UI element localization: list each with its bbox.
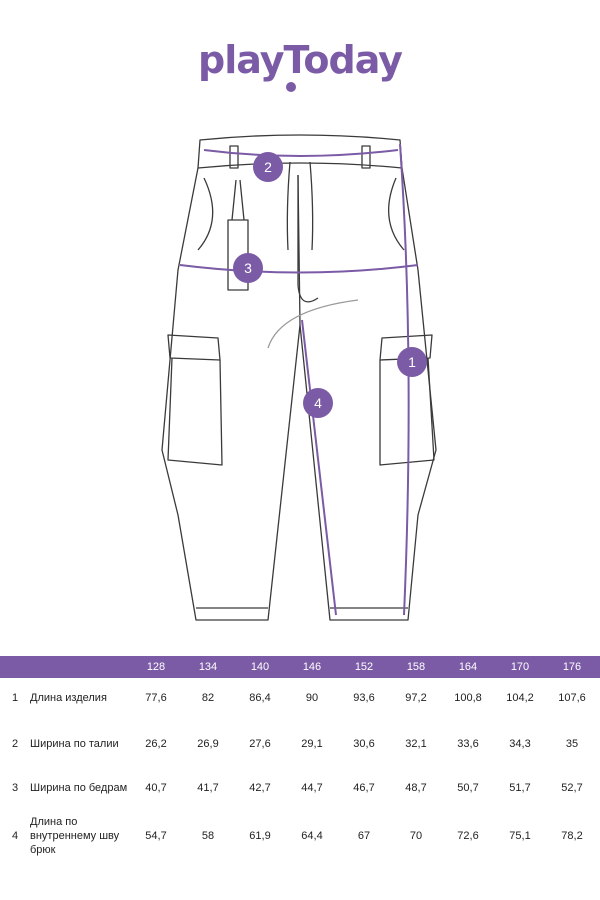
cell: 26,9 — [197, 738, 219, 750]
cell: 58 — [201, 830, 215, 842]
size-header: 170 — [510, 661, 530, 673]
pants-technical-drawing: 2 3 1 4 — [161, 134, 437, 621]
marker-3: 3 — [233, 253, 263, 283]
table-row: 2 Ширина по талии 26,2 26,9 27,6 29,1 30… — [0, 728, 600, 760]
brand-logo: playToday — [0, 38, 600, 82]
cell: 33,6 — [457, 738, 479, 750]
row-label: Ширина по талии — [30, 738, 119, 750]
cell: 97,2 — [405, 692, 427, 704]
cell: 41,7 — [197, 782, 219, 794]
size-header: 152 — [354, 661, 374, 673]
cell: 46,7 — [353, 782, 375, 794]
brand-logo-text: playToday — [198, 38, 403, 82]
svg-text:3: 3 — [244, 260, 252, 276]
table-row: 1 Длина изделия 77,6 82 86,4 90 93,6 97,… — [0, 688, 600, 708]
cell: 93,6 — [353, 692, 375, 704]
cell: 52,7 — [561, 782, 583, 794]
cell: 29,1 — [301, 738, 323, 750]
svg-text:2: 2 — [264, 159, 272, 175]
cell: 64,4 — [301, 830, 323, 842]
cell: 40,7 — [145, 782, 167, 794]
cell: 104,2 — [506, 692, 534, 704]
size-header: 128 — [146, 661, 166, 673]
cell: 75,1 — [509, 830, 531, 842]
row-number: 4 — [12, 830, 19, 842]
cell: 51,7 — [509, 782, 531, 794]
cell: 107,6 — [558, 692, 586, 704]
table-row: 4 Длина по внутреннему шву брюк 54,7 58 … — [0, 814, 600, 858]
marker-1: 1 — [397, 347, 427, 377]
cell: 90 — [305, 692, 319, 704]
cell: 50,7 — [457, 782, 479, 794]
marker-2: 2 — [253, 152, 283, 182]
size-header: 146 — [302, 661, 322, 673]
cell: 86,4 — [249, 692, 271, 704]
row-number: 1 — [12, 692, 19, 704]
cell: 34,3 — [509, 738, 531, 750]
row-number: 3 — [12, 782, 19, 794]
cell: 32,1 — [405, 738, 427, 750]
row-label: Ширина по бедрам — [30, 782, 128, 794]
cell: 42,7 — [249, 782, 271, 794]
size-header: 140 — [250, 661, 270, 673]
size-header: 176 — [562, 661, 582, 673]
marker-4: 4 — [303, 388, 333, 418]
size-header: 158 — [406, 661, 426, 673]
brand-logo-dot — [286, 82, 296, 92]
cell: 78,2 — [561, 830, 583, 842]
cell: 70 — [409, 830, 423, 842]
row-label: Длина по внутреннему шву брюк — [30, 816, 120, 856]
cell: 72,6 — [457, 830, 479, 842]
cell: 48,7 — [405, 782, 427, 794]
cell: 27,6 — [249, 738, 271, 750]
size-header: 164 — [458, 661, 478, 673]
cell: 77,6 — [145, 692, 167, 704]
cell: 67 — [357, 830, 371, 842]
svg-text:4: 4 — [314, 395, 322, 411]
cell: 26,2 — [145, 738, 167, 750]
cell: 35 — [565, 738, 579, 750]
cell: 100,8 — [454, 692, 482, 704]
cell: 54,7 — [145, 830, 167, 842]
svg-text:1: 1 — [408, 354, 416, 370]
size-table-header: 128 134 140 146 152 158 164 170 176 — [0, 656, 600, 678]
row-number: 2 — [12, 738, 19, 750]
table-row: 3 Ширина по бедрам 40,7 41,7 42,7 44,7 4… — [0, 772, 600, 804]
row-label: Длина изделия — [30, 692, 107, 704]
cell: 44,7 — [301, 782, 323, 794]
cell: 30,6 — [353, 738, 375, 750]
cell: 61,9 — [249, 830, 271, 842]
cell: 82 — [201, 692, 215, 704]
pants-outline — [161, 134, 437, 621]
size-header: 134 — [198, 661, 218, 673]
